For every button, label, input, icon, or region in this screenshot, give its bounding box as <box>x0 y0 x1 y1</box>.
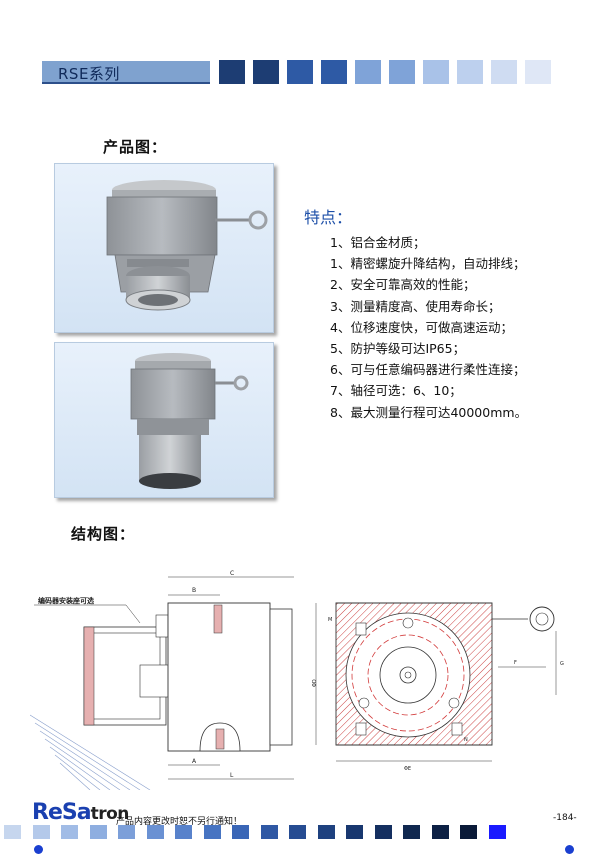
dim-l: L <box>230 772 234 779</box>
footer-decor-square <box>374 825 392 839</box>
features-title: 特点： <box>304 208 353 227</box>
footer-decor-square <box>431 825 449 839</box>
resatron-logo: ReSatron <box>32 800 129 825</box>
product-illustration-front <box>106 180 268 311</box>
feature-item: 2、安全可靠高效的性能； <box>330 277 476 293</box>
footer-dot-right <box>565 845 574 854</box>
encoder-mount-callout: 编码器安装座可选 <box>38 597 94 605</box>
footer-decor-square <box>4 825 21 839</box>
structure-drawing-front-view: ΦD ΦE F G M N <box>312 602 564 772</box>
dim-g: G <box>560 661 564 667</box>
structure-section-title: 结构图： <box>71 525 136 543</box>
footer-decor-square <box>89 825 107 839</box>
footer-decor-square <box>488 825 506 839</box>
footer-decor-square <box>175 825 192 839</box>
dim-c: C <box>230 570 234 577</box>
product-photo-1 <box>54 163 274 333</box>
header-decor-square <box>355 60 381 84</box>
header-decor-square <box>457 60 483 84</box>
header-decor-square <box>219 60 245 84</box>
header-decor-square <box>321 60 347 84</box>
header-decor-square <box>389 60 415 84</box>
footer-decor-square <box>232 825 249 839</box>
footer-decor-square <box>118 825 135 839</box>
footer-decor-square <box>346 825 363 839</box>
footer-decor-square <box>61 825 78 839</box>
dim-phi-e: ΦE <box>404 766 411 772</box>
footer-notice: 产品内容更改时恕不另行通知！ <box>116 817 243 827</box>
product-section-title: 产品图： <box>103 138 168 156</box>
footer-decor-square <box>203 825 221 839</box>
feature-item: 1、铝合金材质； <box>330 235 426 250</box>
feature-item: 5、防护等级可达IP65； <box>330 341 466 357</box>
dim-a: A <box>192 758 197 765</box>
series-header-bar <box>42 61 210 84</box>
feature-item: 7、轴径可选：6、10； <box>330 383 462 399</box>
features-list: 1、铝合金材质； 1、精密螺旋升降结构，自动排线； 2、安全可靠高效的性能； 3、测量… <box>330 232 527 423</box>
footer-decor-square <box>260 825 278 839</box>
product-illustration-side <box>130 353 249 489</box>
dim-n: N <box>464 737 468 743</box>
header-decor-square <box>525 60 551 84</box>
header-decor-square <box>423 60 449 84</box>
footer-dot-left <box>34 845 43 854</box>
page-number: -184- <box>553 813 577 823</box>
feature-item: 6、可与任意编码器进行柔性连接； <box>330 362 526 378</box>
dim-m: M <box>328 617 332 623</box>
footer-decor-square <box>403 825 420 839</box>
header-decor-square <box>287 60 313 84</box>
product-photo-2 <box>54 342 274 498</box>
feature-item: 1、精密螺旋升降结构，自动排线； <box>330 256 526 272</box>
footer-decor-square <box>289 825 306 839</box>
feature-item: 4、位移速度快，可做高速运动； <box>330 319 513 335</box>
series-title: RSE系列 <box>58 65 120 83</box>
header-decor-square <box>491 60 517 84</box>
dim-b: B <box>192 587 196 594</box>
dim-f: F <box>514 660 517 666</box>
footer-decor-square <box>460 825 477 839</box>
footer-decor-square <box>317 825 335 839</box>
header-decor-square <box>253 60 279 84</box>
feature-item: 3、测量精度高、使用寿命长； <box>330 298 501 314</box>
feature-item: 8、最大测量行程可达40000mm。 <box>330 404 528 420</box>
footer-decor-square <box>146 825 164 839</box>
dim-od: ΦD <box>312 679 318 687</box>
structure-drawing-side-view: C B A L <box>30 570 294 790</box>
footer-decor-square <box>32 825 50 839</box>
